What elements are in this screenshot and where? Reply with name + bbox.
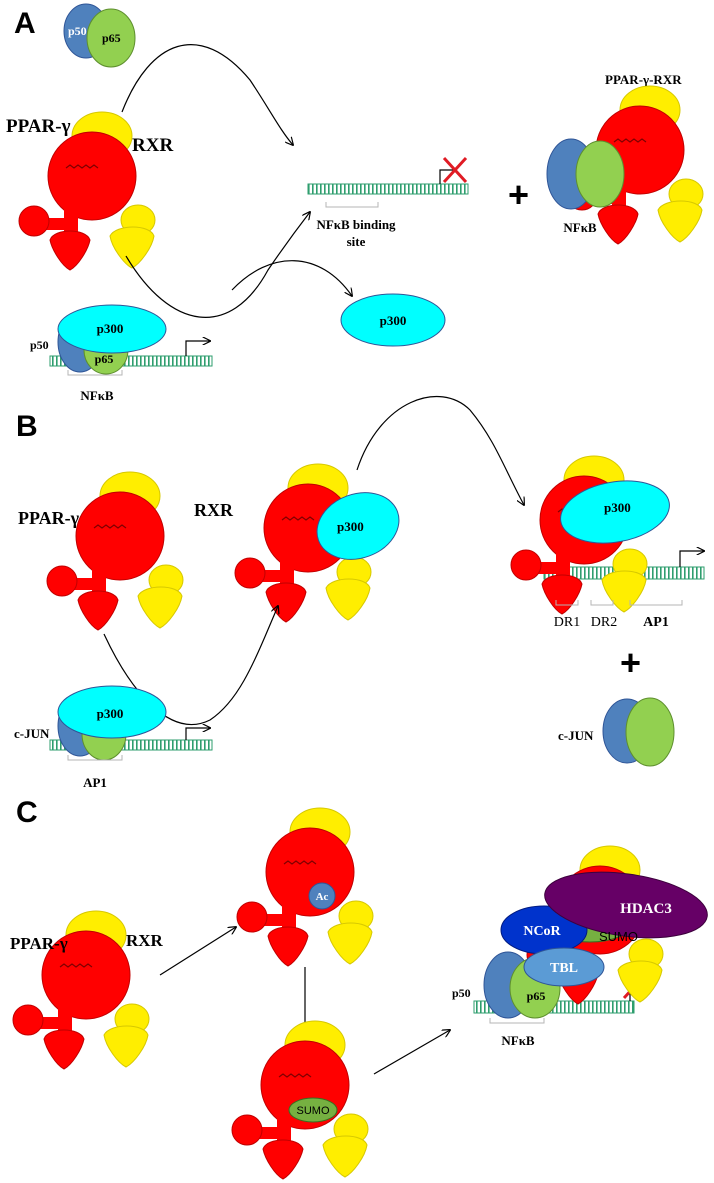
- ppar-gamma-label: PPAR-γ: [6, 116, 71, 137]
- ppar-gamma-label-b: PPAR-γ: [18, 508, 80, 528]
- plus-sign-b: +: [620, 642, 641, 683]
- sumo-label-partial: SUMO: [599, 929, 638, 944]
- ppar-rxr-p300-dna-complex: [510, 455, 670, 615]
- rxr-label-c: RXR: [126, 931, 164, 950]
- arrow-to-dna-binding: [356, 395, 524, 506]
- dr2-bracket: [590, 600, 614, 606]
- block-x-icon: [442, 156, 468, 184]
- rxr-label-b: RXR: [194, 500, 234, 520]
- p300-label-released: p300: [380, 313, 407, 328]
- arrow-to-acetylation: [159, 927, 236, 976]
- panel-c: C PPAR-γ RXR Ac SUMO: [10, 796, 708, 1180]
- p65-label-c: p65: [527, 989, 546, 1003]
- dr2-label: DR2: [591, 615, 617, 630]
- tbl-label: TBL: [550, 961, 578, 976]
- p65-label-bound: p65: [95, 352, 114, 366]
- ppar-rxr-acetylated: [236, 807, 374, 967]
- ppar-rxr-sumoylated: [231, 1020, 369, 1180]
- dr1-bracket: [555, 600, 579, 606]
- nfkb-label-product: NFκB: [563, 220, 597, 235]
- nfkb-p300-bound: [57, 304, 167, 375]
- panel-label-b: B: [16, 410, 38, 443]
- ppar-rxr-nfkb-complex: [546, 85, 704, 245]
- transcription-arrow-b: [679, 551, 704, 567]
- p300-released: p300: [340, 293, 446, 347]
- panel-b: B PPAR-γ RXR p300 p300 DR1 DR2 AP1 +: [14, 395, 704, 790]
- plus-sign-a: +: [508, 174, 529, 215]
- c-jun-released: [602, 697, 675, 767]
- panel-label-c: C: [16, 796, 38, 829]
- panel-a: A p50 p65 PPAR-γ RXR NFκB binding site +: [6, 3, 704, 403]
- ncor-label: NCoR: [523, 924, 561, 939]
- dna-nfkb-site: [307, 183, 469, 195]
- p300-label-b1: p300: [337, 519, 364, 534]
- dna-nfkb-bound: [49, 355, 213, 367]
- nfkb-label-c: NFκB: [501, 1033, 535, 1048]
- p300-label-b3: p300: [97, 706, 124, 721]
- c-jun-label-bound: c-JUN: [14, 726, 50, 741]
- c-jun-p300-bound: [57, 685, 167, 761]
- ppar-rxr-complex-b1: [46, 471, 184, 631]
- p65-label: p65: [102, 31, 121, 45]
- transcription-start-arrow: [439, 169, 454, 184]
- panel-label-a: A: [14, 7, 36, 40]
- arrow-dimer-to-site: [121, 44, 293, 145]
- nfkb-bracket: [67, 370, 123, 376]
- corepressor-complex: [483, 845, 708, 1019]
- rxr-label: RXR: [132, 135, 173, 156]
- ap1-bracket-b1: [67, 755, 123, 761]
- arrow-repression: [125, 212, 310, 318]
- ppar-rxr-label: PPAR-γ-RXR: [605, 72, 682, 87]
- transcription-arrow-b1: [185, 728, 210, 740]
- nfkb-label-bound: NFκB: [80, 388, 114, 403]
- nfkb-dimer-free: p50 p65: [63, 3, 136, 68]
- ap1-label-b1: AP1: [83, 775, 107, 790]
- p50-label: p50: [68, 24, 87, 38]
- ppar-rxr-p300-complex: [234, 463, 400, 623]
- ap1-label-b2: AP1: [643, 615, 669, 630]
- p300-label-bound: p300: [97, 321, 124, 336]
- p50-label-c: p50: [452, 986, 471, 1000]
- arrow-to-corepressor: [373, 1030, 450, 1075]
- dna-ap1-bound: [49, 739, 213, 751]
- nfkb-bracket-c: [489, 1018, 545, 1024]
- binding-site-bracket: [325, 202, 379, 208]
- ppar-gamma-label-c: PPAR-γ: [10, 934, 68, 953]
- c-jun-label-released: c-JUN: [558, 728, 594, 743]
- nfkb-binding-label-2: site: [347, 234, 366, 249]
- ap1-bracket-b2: [629, 600, 683, 606]
- arrow-p300-transfer: [103, 606, 278, 726]
- arrow-p300-release: [231, 260, 352, 296]
- dr1-label: DR1: [554, 615, 580, 630]
- ac-label: Ac: [316, 891, 329, 903]
- nfkb-binding-label-1: NFκB binding: [316, 217, 396, 232]
- p300-label-b2: p300: [604, 500, 631, 515]
- hdac3-label: HDAC3: [620, 901, 672, 917]
- p50-label-bound: p50: [30, 338, 49, 352]
- transcription-arrow-active: [185, 341, 210, 356]
- sumo-label: SUMO: [297, 1105, 330, 1117]
